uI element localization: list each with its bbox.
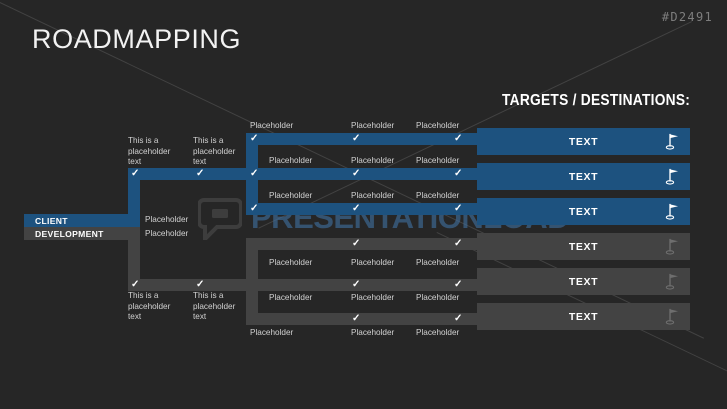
check-r1c3: ✓ — [454, 133, 463, 144]
flag-icon — [665, 133, 679, 150]
category-value-development: Placeholder — [145, 229, 189, 238]
target-bar-1[interactable]: TEXT — [477, 128, 690, 155]
grid-label-r5c3: Placeholder — [416, 293, 460, 302]
check-r2c2: ✓ — [352, 168, 361, 179]
flag-icon — [665, 308, 679, 325]
flag-icon — [665, 238, 679, 255]
grid-label-r3c1: Placeholder — [269, 191, 313, 200]
grid-label-r3c3: Placeholder — [416, 191, 460, 200]
path-vertical-segment-6 — [246, 279, 258, 325]
grid-label-r2c1: Placeholder — [269, 156, 313, 165]
grid-label-r4c1: Placeholder — [269, 258, 313, 267]
grid-label-r2c2: Placeholder — [351, 156, 395, 165]
check-r4c3: ✓ — [454, 238, 463, 249]
targets-header: TARGETS / DESTINATIONS: — [502, 92, 691, 109]
category-value-client: Placeholder — [145, 215, 189, 224]
target-bar-5-label: TEXT — [568, 275, 599, 288]
grid-row-bar-1[interactable] — [246, 133, 483, 145]
path-vertical-segment-2 — [128, 168, 140, 229]
check-r3c3: ✓ — [454, 203, 463, 214]
check-r2c0b: ✓ — [196, 168, 205, 179]
check-r5c0: ✓ — [131, 279, 140, 290]
check-r1c1: ✓ — [250, 133, 259, 144]
page-title: ROADMAPPING — [32, 24, 242, 54]
grid-row-bar-5[interactable] — [128, 279, 483, 291]
grid-label-r4c2: Placeholder — [351, 258, 395, 267]
milestone-label-bottom-2: This is a placeholder text — [193, 291, 236, 321]
target-bar-2-label: TEXT — [568, 170, 599, 183]
check-r5c3: ✓ — [454, 279, 463, 290]
sidebar-item-client-label: CLIENT — [35, 215, 68, 226]
flag-icon — [665, 273, 679, 290]
target-bar-6-label: TEXT — [568, 310, 599, 323]
milestone-label-top-1: This is a placeholder text — [128, 136, 171, 166]
speech-bubble-icon — [198, 198, 242, 240]
grid-row-bar-4[interactable] — [246, 238, 483, 250]
target-bar-6[interactable]: TEXT — [477, 303, 690, 330]
flag-icon — [665, 168, 679, 185]
grid-label-r6c3: Placeholder — [416, 328, 460, 337]
grid-label-r2c3: Placeholder — [416, 156, 460, 165]
check-r5c2: ✓ — [352, 279, 361, 290]
target-bar-4[interactable]: TEXT — [477, 233, 690, 260]
check-r2c1: ✓ — [250, 168, 259, 179]
target-bar-4-label: TEXT — [568, 240, 599, 253]
check-r4c2: ✓ — [352, 238, 361, 249]
sidebar-item-development-label: DEVELOPMENT — [35, 228, 104, 239]
sidebar-item-client[interactable]: CLIENT — [24, 214, 139, 227]
path-vertical-segment-4 — [128, 227, 140, 291]
check-r3c1: ✓ — [250, 203, 259, 214]
grid-row-bar-2[interactable] — [128, 168, 483, 180]
target-bar-2[interactable]: TEXT — [477, 163, 690, 190]
grid-label-r1c1: Placeholder — [250, 121, 294, 130]
path-vertical-segment-5 — [246, 238, 258, 285]
target-bar-3-label: TEXT — [568, 205, 599, 218]
grid-label-r6c2: Placeholder — [351, 328, 395, 337]
check-r6c3: ✓ — [454, 313, 463, 324]
grid-label-r4c3: Placeholder — [416, 258, 460, 267]
check-r1c2: ✓ — [352, 133, 361, 144]
target-bar-1-label: TEXT — [568, 135, 599, 148]
grid-label-r3c2: Placeholder — [351, 191, 395, 200]
grid-label-r5c1: Placeholder — [269, 293, 313, 302]
target-bar-3[interactable]: TEXT — [477, 198, 690, 225]
sidebar-item-development[interactable]: DEVELOPMENT — [24, 227, 139, 240]
grid-label-r5c2: Placeholder — [351, 293, 395, 302]
grid-label-r1c3: Placeholder — [416, 121, 460, 130]
check-r6c2: ✓ — [352, 313, 361, 324]
grid-label-r6c1: Placeholder — [250, 328, 294, 337]
slide-code: #D2491 — [661, 10, 713, 24]
path-vertical-segment-3 — [246, 168, 258, 215]
check-r2c3: ✓ — [454, 168, 463, 179]
target-bar-5[interactable]: TEXT — [477, 268, 690, 295]
grid-label-r1c2: Placeholder — [351, 121, 395, 130]
grid-row-bar-6[interactable] — [246, 313, 483, 325]
check-r5c0b: ✓ — [196, 279, 205, 290]
flag-icon — [665, 203, 679, 220]
grid-row-bar-3[interactable] — [246, 203, 483, 215]
check-r2c0: ✓ — [131, 168, 140, 179]
check-r3c2: ✓ — [352, 203, 361, 214]
milestone-label-bottom-1: This is a placeholder text — [128, 291, 171, 321]
milestone-label-top-2: This is a placeholder text — [193, 136, 236, 166]
